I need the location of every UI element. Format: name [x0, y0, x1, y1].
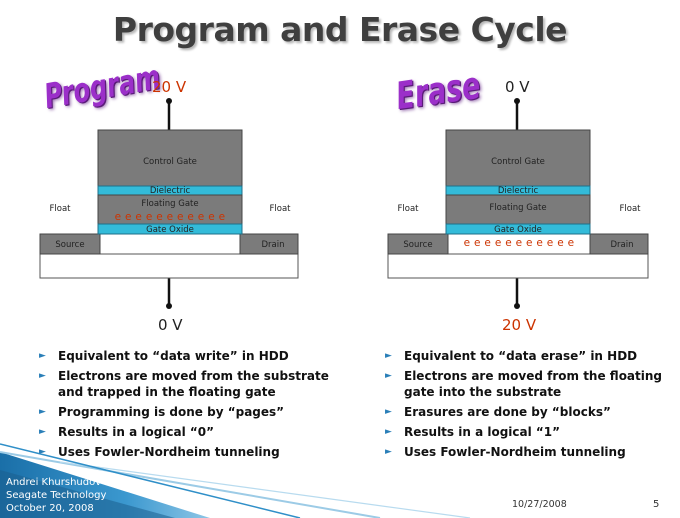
- bullet-arrow-icon: ►: [385, 351, 392, 361]
- erase-top-terminal-dot: [514, 98, 520, 104]
- bullet-arrow-icon: ►: [39, 407, 46, 417]
- page-number: 5: [653, 499, 660, 510]
- footer-line-3: [0, 443, 301, 518]
- erase-cell: Control Gate Dielectric Floating Gate Ga…: [387, 98, 649, 309]
- program-substrate: [39, 253, 299, 279]
- program-floating-gate-label: Floating Gate: [141, 199, 198, 209]
- program-gate-oxide: [97, 223, 243, 235]
- program-top-terminal-dot: [166, 98, 172, 104]
- bullet-arrow-icon: ►: [385, 407, 392, 417]
- program-bullet-3: ►Programming is done by “pages”: [39, 405, 285, 419]
- erase-control-gate: [445, 129, 591, 187]
- program-dielectric-label: Dielectric: [150, 186, 191, 196]
- program-drain: [239, 233, 299, 255]
- slide-title: Program and Erase Cycle: [112, 10, 568, 49]
- bullet-arrow-icon: ►: [39, 351, 46, 361]
- program-bullet-5: ►Uses Fowler-Nordheim tunneling: [39, 445, 280, 459]
- erase-bullet-5: ►Uses Fowler-Nordheim tunneling: [385, 445, 626, 459]
- bullet-arrow-icon: ►: [39, 371, 46, 381]
- erase-gate-oxide-label: Gate Oxide: [494, 225, 542, 235]
- program-float-right-label: Float: [270, 204, 292, 214]
- program-bottom-terminal-dot: [166, 303, 172, 309]
- program-bullets: ►Equivalent to “data write” in HDD ►Elec…: [38, 348, 338, 464]
- program-bottom-voltage: 0 V: [158, 316, 183, 334]
- footer-date: October 20, 2008: [6, 503, 94, 514]
- slide-date: 10/27/2008: [512, 499, 567, 510]
- program-source: [39, 233, 101, 255]
- erase-drain: [589, 233, 649, 255]
- program-float-left-label: Float: [50, 204, 72, 214]
- erase-floating-gate: [445, 194, 591, 225]
- program-control-gate-label: Control Gate: [143, 157, 197, 167]
- footer-line-2: [59, 461, 471, 518]
- erase-bottom-terminal-dot: [514, 303, 520, 309]
- erase-gate-oxide: [445, 223, 591, 235]
- footer-author: Andrei Khurshudov: [6, 477, 102, 488]
- bullet-arrow-icon: ►: [385, 371, 392, 381]
- bullet-arrow-icon: ►: [39, 427, 46, 437]
- erase-bottom-voltage: 20 V: [502, 316, 537, 334]
- program-control-gate: [97, 129, 243, 187]
- program-bullet-2: ►Electrons are moved from the substrate …: [39, 369, 329, 399]
- program-cell: Control Gate Dielectric Floating Gate e …: [39, 98, 299, 309]
- program-source-label: Source: [55, 240, 84, 250]
- footer-decoration: [0, 443, 471, 518]
- footer-credits: Andrei Khurshudov Seagate Technology Oct…: [6, 476, 106, 515]
- erase-bullets: ►Equivalent to “data erase” in HDD ►Elec…: [384, 348, 674, 464]
- erase-bullet-2: ►Electrons are moved from the floating g…: [385, 369, 663, 399]
- erase-bullet-4: ►Results in a logical “1”: [385, 425, 561, 439]
- erase-bullet-3: ►Erasures are done by “blocks”: [385, 405, 611, 419]
- erase-control-gate-label: Control Gate: [491, 157, 545, 167]
- erase-floating-gate-label: Floating Gate: [489, 203, 546, 213]
- erase-drain-label: Drain: [611, 240, 634, 250]
- program-bullet-1: ►Equivalent to “data write” in HDD: [39, 349, 289, 363]
- program-drain-label: Drain: [262, 240, 285, 250]
- erase-top-voltage: 0 V: [505, 78, 530, 96]
- erase-source: [387, 233, 449, 255]
- erase-dielectric-label: Dielectric: [498, 186, 539, 196]
- erase-float-right-label: Float: [620, 204, 642, 214]
- erase-electrons: e e e e e e e e e e e: [464, 237, 575, 249]
- erase-substrate: [387, 253, 649, 279]
- program-electrons: e e e e e e e e e e e: [115, 211, 226, 223]
- bullet-arrow-icon: ►: [39, 447, 46, 457]
- footer-company: Seagate Technology: [6, 490, 107, 501]
- program-top-voltage: 20 V: [152, 78, 187, 96]
- program-gate-oxide-label: Gate Oxide: [146, 225, 194, 235]
- program-floating-gate: [97, 194, 243, 225]
- program-bullet-4: ►Results in a logical “0”: [39, 425, 215, 439]
- bullet-arrow-icon: ►: [385, 427, 392, 437]
- erase-bullet-1: ►Equivalent to “data erase” in HDD: [385, 349, 638, 363]
- bullet-arrow-icon: ►: [385, 447, 392, 457]
- footer-swoosh-dark: [0, 470, 175, 518]
- erase-float-left-label: Float: [398, 204, 420, 214]
- erase-source-label: Source: [403, 240, 432, 250]
